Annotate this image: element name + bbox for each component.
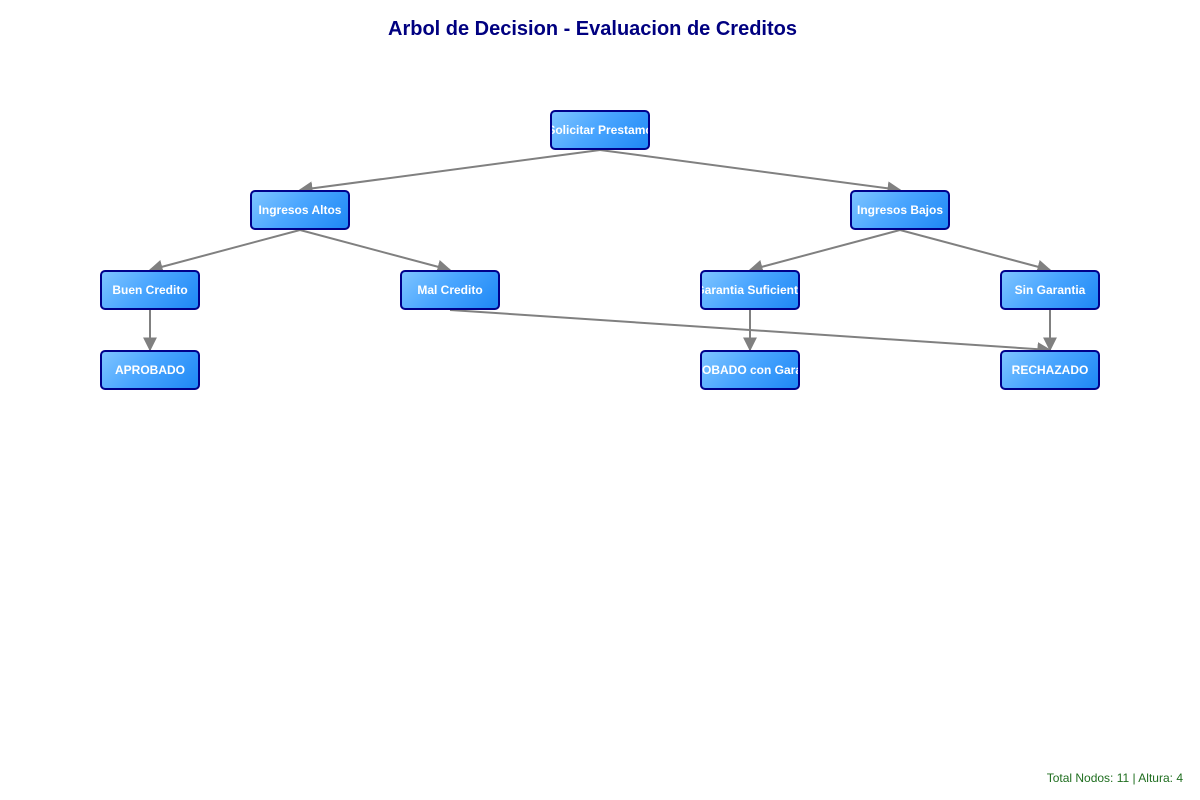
tree-stats: Total Nodos: 11 | Altura: 4 xyxy=(1046,771,1183,785)
node-mal-credito[interactable]: Mal Credito xyxy=(400,270,500,310)
edge-ingresos_bajos-to-sin_garantia xyxy=(899,229,1052,274)
edge-ingresos_altos-to-buen_credito xyxy=(148,229,301,274)
edge-ingresos_bajos-to-garantia_suficiente xyxy=(748,229,901,274)
node-buen-credito[interactable]: Buen Credito xyxy=(100,270,200,310)
edge-root-to-ingresos_bajos xyxy=(599,149,902,196)
node-ingresos-altos[interactable]: Ingresos Altos xyxy=(250,190,350,230)
node-rechazado[interactable]: RECHAZADO xyxy=(1000,350,1100,390)
node-aprobado-con-garantia[interactable]: APROBADO con Garantia xyxy=(700,350,800,390)
diagram-title: Arbol de Decision - Evaluacion de Credit… xyxy=(388,18,797,40)
node-ingresos-bajos[interactable]: Ingresos Bajos xyxy=(850,190,950,230)
node-solicitar-prestamo[interactable]: Solicitar Prestamo xyxy=(550,110,650,150)
edge-root-to-ingresos_altos xyxy=(298,149,601,196)
edge-ingresos_altos-to-mal_credito xyxy=(299,229,452,274)
node-sin-garantia[interactable]: Sin Garantia xyxy=(1000,270,1100,310)
node-aprobado[interactable]: APROBADO xyxy=(100,350,200,390)
node-garantia-suficiente[interactable]: Garantia Suficiente xyxy=(700,270,800,310)
